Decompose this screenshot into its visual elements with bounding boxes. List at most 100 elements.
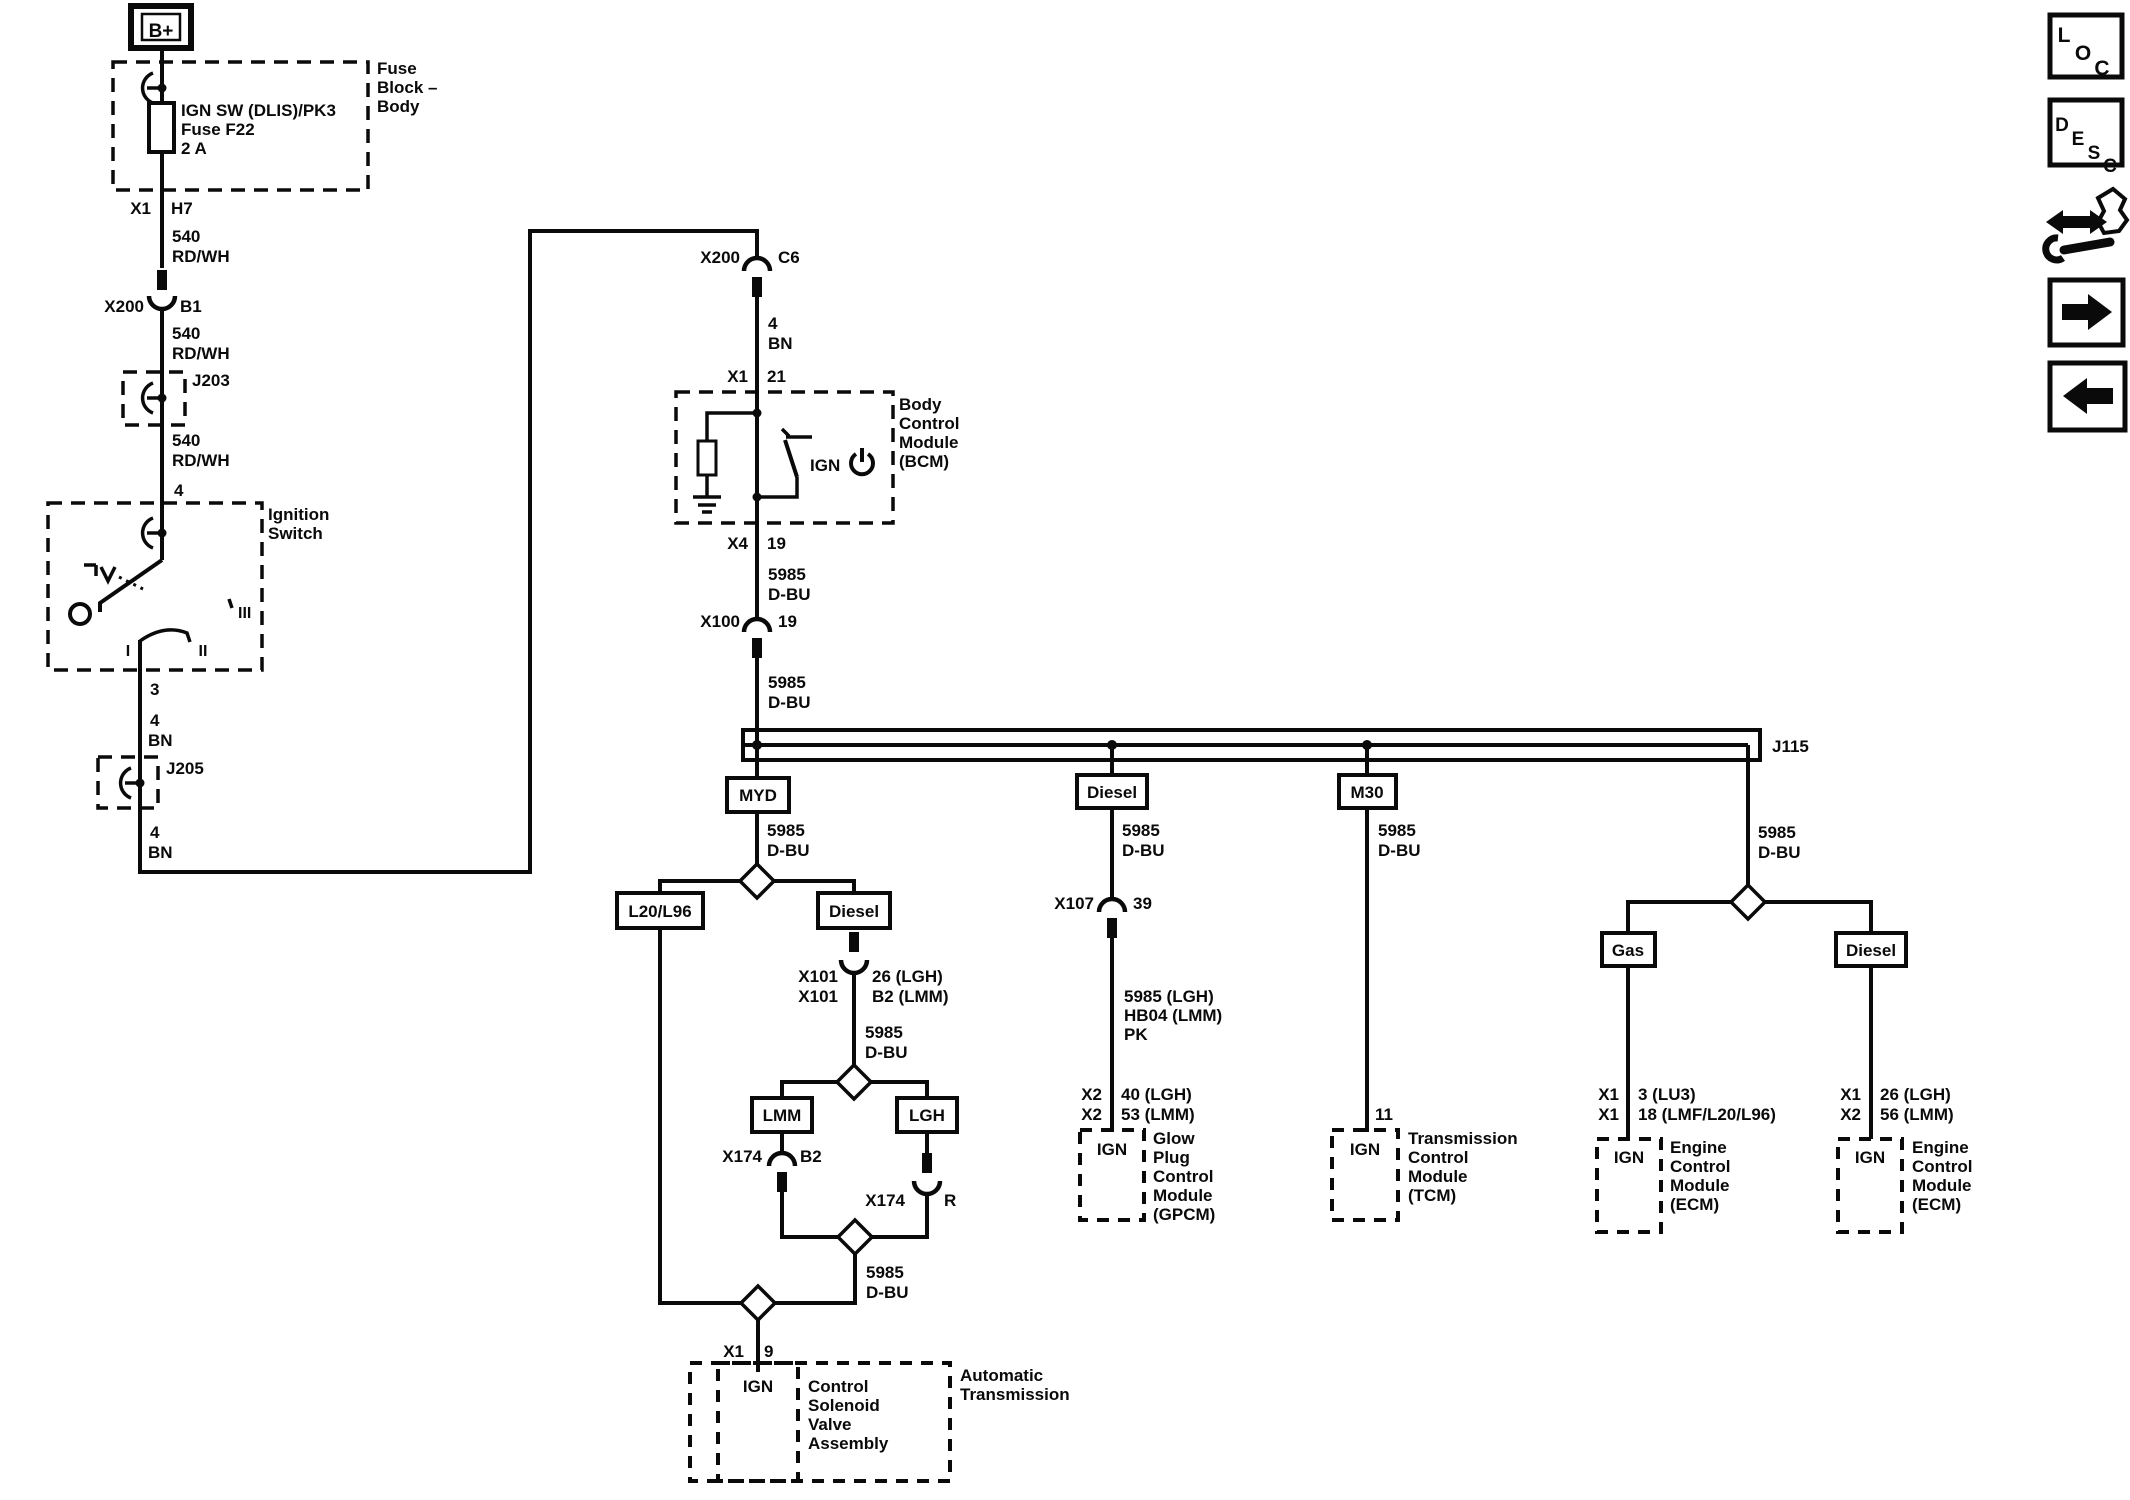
switch-position: III <box>238 605 251 622</box>
pin-label: 3 <box>150 680 159 699</box>
next-button[interactable] <box>2047 277 2126 348</box>
color-label: D-BU <box>866 1283 909 1302</box>
circuit-label: 5985 <box>866 1263 904 1282</box>
pin-label: 18 (LMF/L20/L96) <box>1638 1105 1776 1124</box>
connector-label: X101 <box>798 967 838 986</box>
ign-label: IGN <box>1855 1148 1885 1167</box>
connector-label: X174 <box>865 1191 905 1210</box>
bus-junction-dot <box>1107 740 1117 750</box>
splice-label: J205 <box>166 759 204 778</box>
module-name: Control <box>1153 1167 1213 1186</box>
fuse-label: Fuse F22 <box>181 120 255 139</box>
tag-m30: M30 <box>1337 773 1398 810</box>
color-label: BN <box>148 843 173 862</box>
tag-lmm: LMM <box>750 1096 814 1134</box>
circuit-label: 5985 <box>768 565 806 584</box>
color-label: RD/WH <box>172 247 230 266</box>
pin-label: B2 <box>800 1147 822 1166</box>
pin-label: R <box>944 1191 956 1210</box>
terminal-clip-icon <box>140 71 167 105</box>
arrow-left-icon <box>2063 378 2113 414</box>
color-label: D-BU <box>1378 841 1421 860</box>
engine-control-module-diesel: IGN Engine Control Module (ECM) <box>1836 1137 1972 1234</box>
battery-terminal: B+ <box>128 3 194 51</box>
color-label: D-BU <box>1122 841 1165 860</box>
pin-label: 26 (LGH) <box>1880 1085 1951 1104</box>
color-label: PK <box>1124 1025 1148 1044</box>
power-icon <box>849 448 875 477</box>
module-name: (GPCM) <box>1153 1205 1215 1224</box>
svg-text:MYD: MYD <box>739 786 777 805</box>
glow-plug-control-module: IGN Glow Plug Control Module (GPCM) <box>1078 1128 1215 1224</box>
module-name: Plug <box>1153 1148 1190 1167</box>
color-label: D-BU <box>865 1043 908 1062</box>
wrench-head <box>2042 234 2065 264</box>
module-name: Control <box>1408 1148 1468 1167</box>
module-name: Module <box>1912 1176 1972 1195</box>
connector-label: X101 <box>798 987 838 1006</box>
pin-label: H7 <box>171 199 193 218</box>
splice-diamond <box>737 861 777 901</box>
pin-label: 40 (LGH) <box>1121 1085 1192 1104</box>
connector-x200-b1: X200 B1 <box>104 270 202 316</box>
assembly-name: Transmission <box>960 1385 1070 1404</box>
svg-text:LMM: LMM <box>763 1106 802 1125</box>
ign-label: IGN <box>1614 1148 1644 1167</box>
connector-label: X1 <box>723 1342 744 1361</box>
circuit-label: 4 <box>150 823 160 842</box>
pin-label: B2 (LMM) <box>872 987 948 1006</box>
switch-contact <box>138 628 192 643</box>
internal-switch-icon <box>757 427 812 499</box>
tag-diesel-mid: Diesel <box>816 891 892 930</box>
splice-j205: J205 <box>96 755 204 810</box>
fuse-label: IGN SW (DLIS)/PK3 <box>181 101 336 120</box>
tag-myd: MYD <box>725 776 791 814</box>
pin-label: 26 (LGH) <box>872 967 943 986</box>
pin-label: 9 <box>764 1342 773 1361</box>
connector-x174-r: X174 R <box>865 1153 956 1210</box>
connector-label: X200 <box>104 297 144 316</box>
wires <box>138 48 1873 1372</box>
connector-label: X174 <box>722 1147 762 1166</box>
svg-text:M30: M30 <box>1350 783 1383 802</box>
circuit-label: 5985 <box>1122 821 1160 840</box>
circuit-label: 4 <box>150 711 160 730</box>
loc-button[interactable]: L O C <box>2047 12 2125 80</box>
svg-text:Diesel: Diesel <box>1087 783 1137 802</box>
connector-label: X1 <box>727 367 748 386</box>
body-control-module: Body Control Module (BCM) IGN <box>674 390 959 525</box>
tag-diesel-gpcm: Diesel <box>1075 773 1149 810</box>
connector-label: X2 <box>1081 1085 1102 1104</box>
connector-label: X2 <box>1840 1105 1861 1124</box>
color-label: D-BU <box>768 585 811 604</box>
color-label: D-BU <box>1758 843 1801 862</box>
module-name: Control <box>899 414 959 433</box>
bus-j115 <box>741 728 1762 762</box>
svg-text:Diesel: Diesel <box>829 902 879 921</box>
fuse-block-name: Block – <box>377 78 437 97</box>
connector-label: X1 <box>1840 1085 1861 1104</box>
svg-text:Gas: Gas <box>1612 941 1644 960</box>
parts-tool-icon[interactable] <box>2042 186 2130 264</box>
wrench-icon <box>2059 237 2115 255</box>
fuse-label: 2 A <box>181 139 207 158</box>
splice-label: J203 <box>192 371 230 390</box>
desc-letter: S <box>2088 143 2101 164</box>
module-name: Module <box>1153 1186 1213 1205</box>
connector-label: X1 <box>1598 1105 1619 1124</box>
circuit-label: 5985 <box>1378 821 1416 840</box>
bus-junction-dot <box>752 740 762 750</box>
color-label: D-BU <box>768 693 811 712</box>
module-name: Body <box>899 395 942 414</box>
switch-position: I <box>126 643 130 660</box>
prev-button[interactable] <box>2047 360 2128 433</box>
connector-label: X4 <box>727 534 748 553</box>
color-label: BN <box>768 334 793 353</box>
pin-label: 53 (LMM) <box>1121 1105 1195 1124</box>
module-name: (ECM) <box>1912 1195 1961 1214</box>
desc-button[interactable]: D E S C <box>2047 97 2125 177</box>
svg-text:Diesel: Diesel <box>1846 941 1896 960</box>
pin-label: 19 <box>778 612 797 631</box>
tag-lgh: LGH <box>895 1096 959 1134</box>
